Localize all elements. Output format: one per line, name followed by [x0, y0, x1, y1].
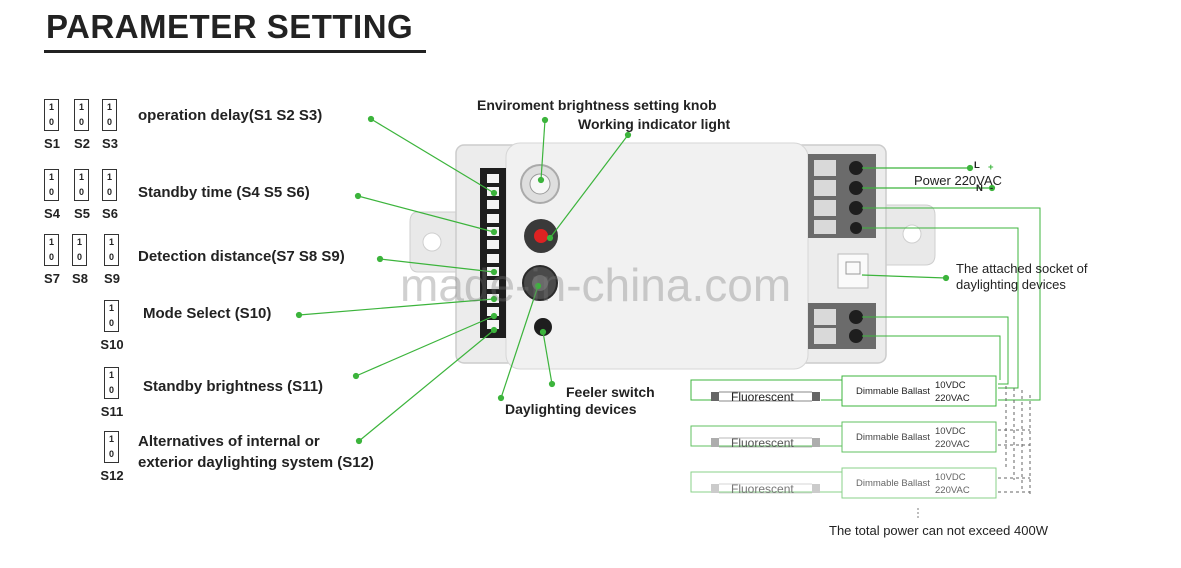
- switch-on-mark: 1: [108, 303, 114, 313]
- switch-on-mark: 1: [48, 102, 54, 112]
- line-terminal-label: L: [974, 160, 980, 171]
- label-standby-brightness: Standby brightness (S11): [143, 378, 324, 395]
- circuit-2: [690, 421, 997, 453]
- switch-label-s8: S8: [72, 271, 88, 286]
- switch-off-mark: 0: [106, 117, 112, 127]
- switch-on-mark: 1: [106, 172, 112, 182]
- switch-on-mark: 1: [108, 370, 114, 380]
- feeler-switch: [534, 318, 552, 336]
- page-title: PARAMETER SETTING: [46, 8, 414, 45]
- switch-on-mark: 1: [48, 237, 54, 247]
- ballast-label-3: Dimmable Ballast: [856, 478, 930, 489]
- switch-off-mark: 0: [76, 252, 82, 262]
- switch-on-mark: 1: [76, 237, 82, 247]
- switch-label-s9: S9: [104, 271, 120, 286]
- lamp-label-2: Fluorescent: [731, 436, 794, 450]
- ballast-label-2: Dimmable Ballast: [856, 432, 930, 443]
- callout-knob: Enviroment brightness setting knob: [477, 97, 717, 113]
- switch-label-s11: S11: [100, 404, 124, 419]
- label-operation-delay: operation delay(S1 S2 S3): [138, 107, 323, 124]
- switch-off-mark: 0: [108, 252, 114, 262]
- switch-off-mark: 0: [108, 385, 114, 395]
- lamp-label-1: Fluorescent: [731, 390, 794, 404]
- switch-off-mark: 0: [78, 117, 84, 127]
- lamp-label-3: Fluorescent: [731, 482, 794, 496]
- label-standby-time: Standby time (S4 S5 S6): [138, 184, 310, 201]
- dc-label-2: 10VDC: [935, 426, 966, 437]
- watermark: made-in-china.com: [400, 259, 792, 311]
- switch-label-s7: S7: [44, 271, 60, 286]
- switch-label-s4: S4: [44, 206, 60, 221]
- switch-off-mark: 0: [78, 187, 84, 197]
- switch-label-s12: S12: [100, 468, 124, 483]
- ac-label-2: 220VAC: [935, 439, 970, 450]
- callout-daylighting: Daylighting devices: [505, 401, 637, 417]
- minus-sign: -: [990, 183, 994, 194]
- switch-on-mark: 1: [78, 102, 84, 112]
- switch-on-mark: 1: [108, 434, 114, 444]
- ac-label-1: 220VAC: [935, 393, 970, 404]
- switch-on-mark: 1: [106, 102, 112, 112]
- callout-socket-line1: The attached socket of: [956, 261, 1088, 276]
- callout-socket-line2: daylighting devices: [956, 277, 1066, 292]
- switch-off-mark: 0: [48, 117, 54, 127]
- switch-label-s10: S10: [100, 337, 124, 352]
- circuit-1: [690, 375, 997, 407]
- dc-label-3: 10VDC: [935, 472, 966, 483]
- switch-on-mark: 1: [78, 172, 84, 182]
- switch-off-mark: 0: [48, 252, 54, 262]
- ac-label-3: 220VAC: [935, 485, 970, 496]
- total-power-note: The total power can not exceed 400W: [829, 523, 1048, 538]
- callout-indicator: Working indicator light: [578, 116, 731, 132]
- neutral-terminal-label: N: [976, 183, 983, 194]
- label-detection-distance: Detection distance(S7 S8 S9): [138, 248, 345, 265]
- switch-label-s5: S5: [74, 206, 90, 221]
- label-mode-select: Mode Select (S10): [143, 305, 272, 322]
- switch-off-mark: 0: [108, 449, 114, 459]
- daylight-socket: [837, 253, 869, 289]
- ballast-label-1: Dimmable Ballast: [856, 386, 930, 397]
- label-daylighting-alt-line1: Alternatives of internal or: [138, 433, 320, 450]
- switch-off-mark: 0: [106, 187, 112, 197]
- title-underline: [44, 50, 426, 53]
- switch-label-s2: S2: [74, 136, 90, 151]
- callout-feeler: Feeler switch: [566, 384, 655, 400]
- label-daylighting-alt-line2: exterior daylighting system (S12): [138, 454, 374, 471]
- switch-off-mark: 0: [48, 187, 54, 197]
- plus-sign: +: [988, 162, 994, 173]
- switch-label-s1: S1: [44, 136, 60, 151]
- dc-label-1: 10VDC: [935, 380, 966, 391]
- switch-on-mark: 1: [108, 237, 114, 247]
- circuit-3: [690, 467, 997, 499]
- switch-label-s6: S6: [102, 206, 118, 221]
- power-label: Power 220VAC: [914, 173, 1002, 188]
- switch-label-s3: S3: [102, 136, 118, 151]
- switch-on-mark: 1: [48, 172, 54, 182]
- switch-off-mark: 0: [108, 318, 114, 328]
